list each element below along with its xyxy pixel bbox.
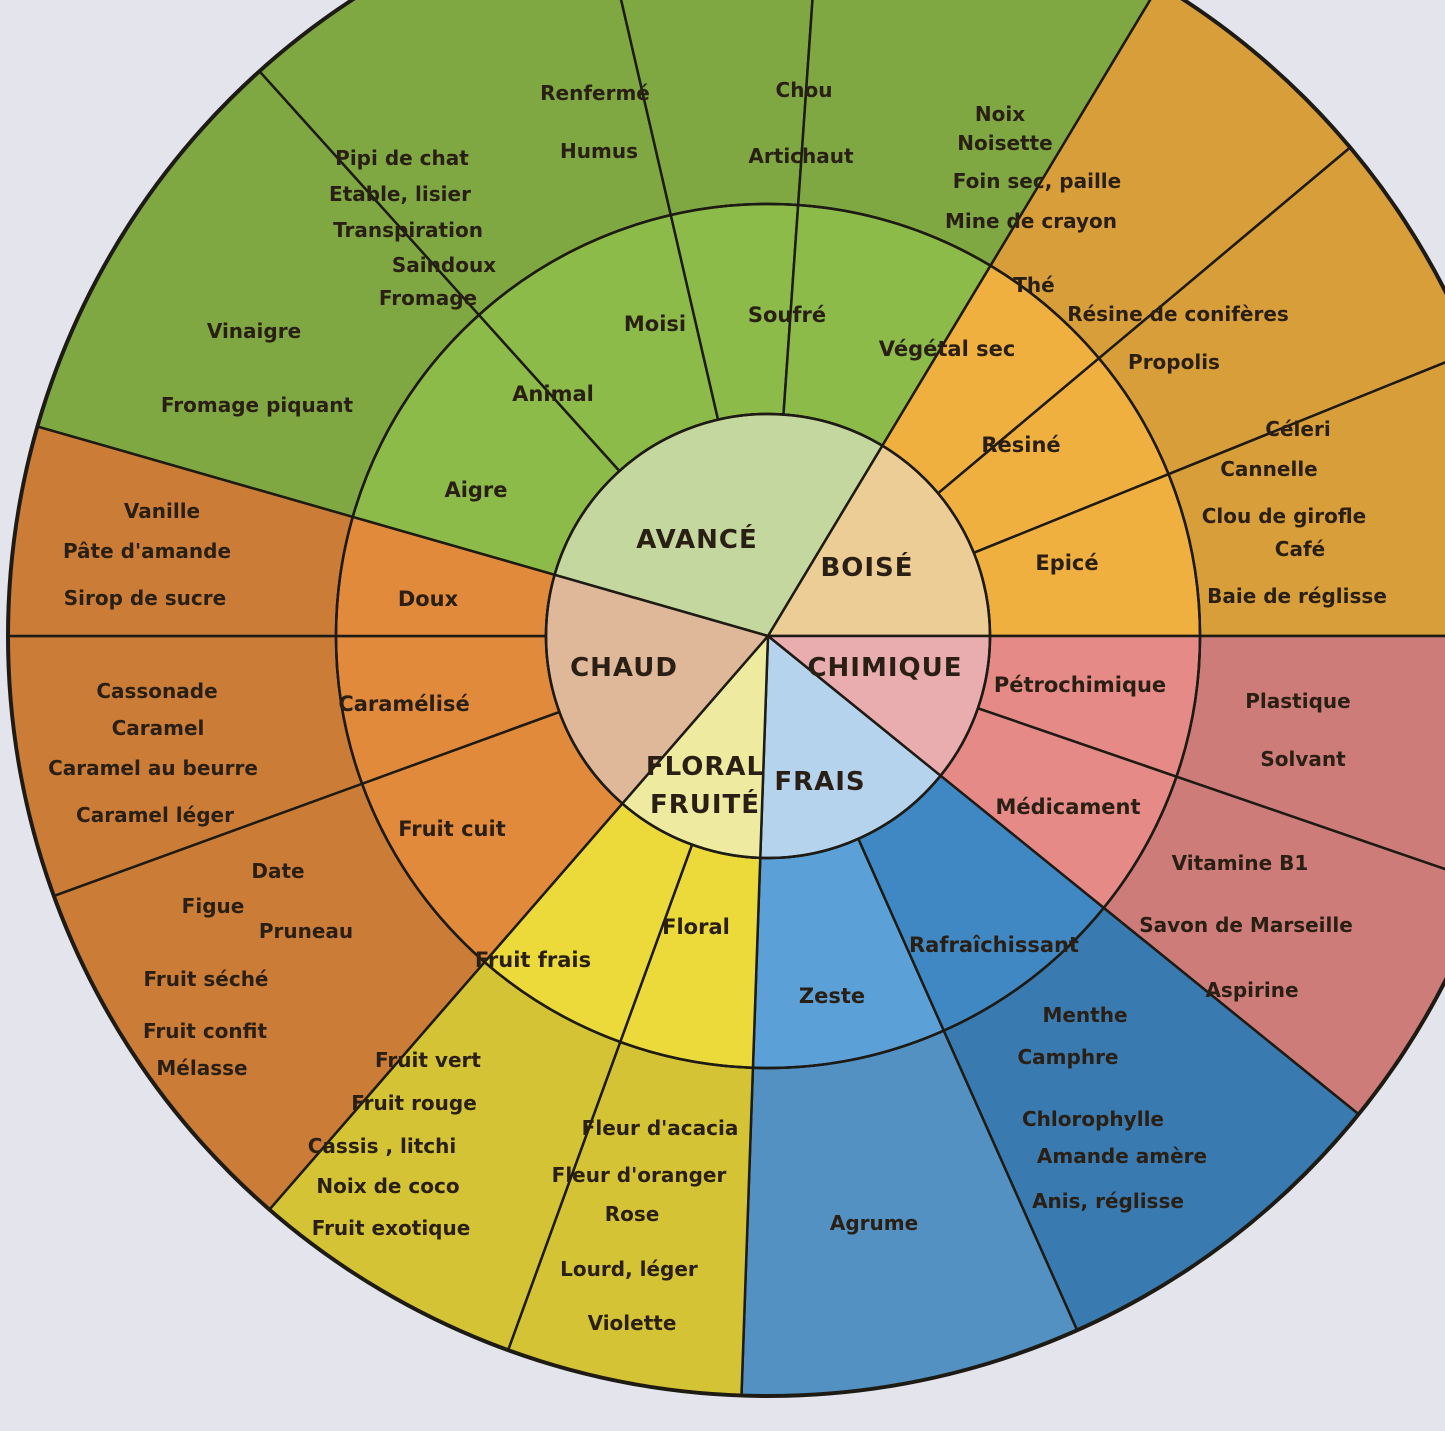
aroma-celeri: Céleri [1265, 417, 1330, 441]
aroma-figue: Figue [182, 894, 245, 918]
aroma-anis-reglisse: Anis, réglisse [1032, 1189, 1184, 1213]
category-label-boise: BOISÉ [820, 551, 913, 583]
aroma-plastique: Plastique [1245, 689, 1350, 713]
middle-label-aigre: Aigre [444, 478, 507, 502]
aroma-noix: Noix [975, 102, 1025, 126]
aroma-humus: Humus [560, 139, 638, 163]
aroma-melasse: Mélasse [156, 1056, 247, 1080]
middle-label-fruit-frais: Fruit frais [475, 948, 591, 972]
outer-ring [6, 0, 1445, 1398]
aroma-sirop-de-sucre: Sirop de sucre [64, 586, 226, 610]
middle-label-epice: Epicé [1035, 551, 1098, 575]
aroma-clou-de-girofle: Clou de girofle [1202, 504, 1366, 528]
middle-label-resine: Résiné [981, 433, 1060, 457]
aroma-renferme: Renfermé [540, 81, 650, 105]
category-label-chaud: CHAUD [570, 653, 678, 683]
aroma-the: Thé [1013, 273, 1054, 297]
aroma-fruit-confit: Fruit confit [143, 1019, 268, 1043]
aroma-resine-de-coniferes: Résine de conifères [1067, 302, 1289, 326]
middle-label-floral: Floral [662, 915, 730, 939]
aroma-chou: Chou [776, 78, 833, 102]
outer-ring-outline [6, 0, 1445, 1398]
aroma-pate-d-amande: Pâte d'amande [63, 539, 231, 563]
middle-ring-outline [334, 202, 1202, 1070]
aroma-agrume: Agrume [830, 1211, 918, 1235]
aroma-fromage: Fromage [379, 286, 477, 310]
middle-label-doux: Doux [398, 587, 459, 611]
inner-ring-outline [544, 412, 992, 860]
aroma-baie-de-reglisse: Baie de réglisse [1207, 584, 1387, 608]
aroma-noix-de-coco: Noix de coco [316, 1174, 459, 1198]
middle-label-medicament: Médicament [995, 795, 1140, 819]
aroma-fromage-piquant: Fromage piquant [161, 393, 354, 417]
category-label-fruite: FRUITÉ [650, 788, 760, 820]
aroma-cassis-litchi: Cassis , litchi [308, 1134, 457, 1158]
aroma-fruit-vert: Fruit vert [375, 1048, 481, 1072]
aroma-transpiration: Transpiration [333, 218, 483, 242]
middle-label-soufre: Soufré [748, 303, 826, 327]
aroma-pipi-de-chat: Pipi de chat [335, 146, 469, 170]
aroma-caramel: Caramel [112, 716, 205, 740]
middle-label-moisi: Moisi [624, 312, 686, 336]
aroma-fleur-d-acacia: Fleur d'acacia [582, 1116, 739, 1140]
aroma-camphre: Camphre [1018, 1045, 1119, 1069]
ring-outlines [6, 0, 1445, 1398]
category-label-floral: FLORAL [646, 752, 764, 782]
aroma-vinaigre: Vinaigre [207, 319, 301, 343]
aroma-saindoux: Saindoux [392, 253, 496, 277]
aroma-date: Date [251, 859, 304, 883]
aroma-rose: Rose [605, 1202, 660, 1226]
aroma-etable-lisier: Etable, lisier [329, 182, 471, 206]
aroma-caramel-au-beurre: Caramel au beurre [48, 756, 258, 780]
aroma-pruneau: Pruneau [259, 919, 353, 943]
aroma-cassonade: Cassonade [96, 679, 217, 703]
middle-label-vegetal-sec: Végétal sec [879, 337, 1016, 361]
aroma-cafe: Café [1275, 537, 1325, 561]
aroma-noisette: Noisette [957, 131, 1053, 155]
aroma-vanille: Vanille [124, 499, 200, 523]
aroma-foin-sec-paille: Foin sec, paille [953, 169, 1121, 193]
aroma-lourd-leger: Lourd, léger [560, 1257, 698, 1281]
category-label-frais: FRAIS [774, 767, 865, 797]
aroma-violette: Violette [588, 1311, 677, 1335]
aroma-fleur-d-oranger: Fleur d'oranger [552, 1163, 727, 1187]
category-label-avance: AVANCÉ [636, 523, 757, 555]
aroma-aspirine: Aspirine [1205, 978, 1298, 1002]
middle-label-petrochimique: Pétrochimique [994, 673, 1166, 697]
aroma-mine-de-crayon: Mine de crayon [945, 209, 1117, 233]
aroma-fruit-rouge: Fruit rouge [351, 1091, 477, 1115]
middle-label-caramelise: Caramélisé [338, 692, 469, 716]
aroma-chlorophylle: Chlorophylle [1022, 1107, 1164, 1131]
middle-label-rafraichissant: Rafraîchissant [909, 933, 1079, 957]
middle-label-fruit-cuit: Fruit cuit [398, 817, 506, 841]
aroma-amande-amere: Amande amère [1037, 1144, 1207, 1168]
aroma-caramel-leger: Caramel léger [76, 803, 234, 827]
aroma-savon-de-marseille: Savon de Marseille [1139, 913, 1353, 937]
aroma-cannelle: Cannelle [1220, 457, 1318, 481]
aroma-fruit-seche: Fruit séché [144, 967, 269, 991]
inner-ring [544, 412, 992, 860]
middle-label-zeste: Zeste [799, 984, 865, 1008]
aroma-solvant: Solvant [1260, 747, 1346, 771]
middle-label-animal: Animal [512, 382, 594, 406]
aroma-fruit-exotique: Fruit exotique [312, 1216, 471, 1240]
aroma-menthe: Menthe [1042, 1003, 1127, 1027]
aroma-vitamine-b1: Vitamine B1 [1172, 851, 1309, 875]
aroma-artichaut: Artichaut [748, 144, 854, 168]
category-label-chimique: CHIMIQUE [807, 653, 962, 683]
aroma-propolis: Propolis [1128, 350, 1220, 374]
